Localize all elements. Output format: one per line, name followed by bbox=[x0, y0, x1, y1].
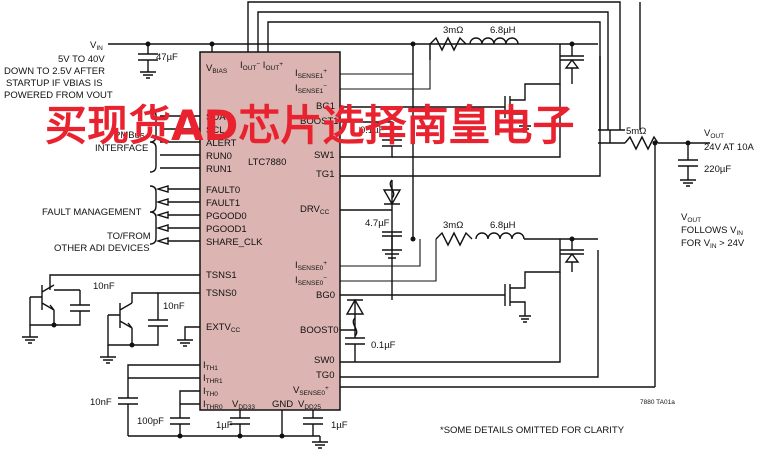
iout-top-wire-2 bbox=[257, 11, 609, 130]
pin-tg0: TG0 bbox=[316, 370, 334, 381]
rout-label: 5mΩ bbox=[626, 126, 646, 137]
vout-desc: 24V AT 10A bbox=[704, 142, 754, 153]
pin-pgood1: PGOOD1 bbox=[206, 224, 247, 235]
pin-tg1: TG1 bbox=[316, 169, 334, 180]
vout-follows-2: FOR VIN > 24V bbox=[681, 238, 745, 250]
vin-label: VIN bbox=[90, 40, 103, 52]
vout-follows-1: FOLLOWS VIN bbox=[681, 225, 743, 237]
inductor-l0 bbox=[475, 232, 525, 240]
pin-run1: RUN1 bbox=[206, 164, 232, 175]
vin-desc-3: POWERED FROM VOUT bbox=[4, 90, 113, 101]
pin-tsns0: TSNS0 bbox=[206, 288, 237, 299]
rsense0 bbox=[435, 231, 473, 247]
pin-boost0: BOOST0 bbox=[300, 325, 339, 336]
pin-sda: SDA bbox=[206, 112, 226, 123]
cout-label: 220µF bbox=[704, 164, 731, 175]
pin-sw0: SW0 bbox=[314, 355, 335, 366]
pin-fault1: FAULT1 bbox=[206, 198, 240, 209]
pmbus-label: PMBus bbox=[114, 130, 145, 141]
pin-gnd: GND bbox=[272, 399, 293, 410]
cboost0-label: 0.1µF bbox=[371, 340, 396, 351]
rsense1 bbox=[429, 36, 467, 52]
vin-desc-2: STARTUP IF VBIAS IS bbox=[6, 78, 103, 89]
l1-label: 6.8µH bbox=[490, 25, 516, 36]
to-from-label: TO/FROM bbox=[107, 231, 151, 242]
watermark-text: 买现货AD芯片选择南皇电子 bbox=[45, 101, 574, 150]
rsense1-label: 3mΩ bbox=[443, 25, 463, 36]
pin-boost1: BOOST1 bbox=[300, 116, 339, 127]
l0-label: 6.8µH bbox=[490, 220, 516, 231]
rsense0-label: 3mΩ bbox=[443, 220, 463, 231]
cith-label: 10nF bbox=[90, 397, 112, 408]
pin-sw1: SW1 bbox=[314, 150, 335, 161]
cvdd33-label: 1µF bbox=[216, 420, 233, 431]
fault-mgmt-label: FAULT MANAGEMENT bbox=[42, 207, 142, 218]
pin-alert: ALERT bbox=[206, 138, 237, 149]
pin-scl: SCL bbox=[206, 125, 224, 136]
cvdd25-label: 1µF bbox=[331, 420, 348, 431]
ctsns0-label: 10nF bbox=[163, 301, 185, 312]
pin-fault0: FAULT0 bbox=[206, 185, 240, 196]
chip-name: LTC7880 bbox=[248, 157, 286, 168]
rout bbox=[624, 135, 659, 151]
diode-boost0 bbox=[345, 298, 365, 315]
vin-desc-0: 5V TO 40V bbox=[58, 54, 105, 65]
ltc7880-chip-body bbox=[199, 51, 341, 411]
cin-label: 47µF bbox=[156, 52, 178, 63]
figure-code: 7880 TA01a bbox=[640, 399, 675, 406]
vout-follows-0: VOUT bbox=[681, 212, 701, 224]
note-omitted: *SOME DETAILS OMITTED FOR CLARITY bbox=[440, 425, 625, 436]
cdrvcc-label: 4.7µF bbox=[365, 218, 390, 229]
iout-top-wire bbox=[247, 1, 621, 130]
ctsns1-label: 10nF bbox=[93, 281, 115, 292]
cithr-label: 100pF bbox=[137, 416, 164, 427]
vout-label: VOUT bbox=[704, 128, 724, 140]
inductor-l1 bbox=[469, 37, 519, 45]
pin-bg0: BG0 bbox=[316, 290, 335, 301]
pin-pgood0: PGOOD0 bbox=[206, 211, 247, 222]
pin-tsns1: TSNS1 bbox=[206, 270, 237, 281]
other-devices-label: OTHER ADI DEVICES bbox=[54, 243, 150, 254]
pmbus-interface: INTERFACE bbox=[95, 143, 148, 154]
pin-share-clk: SHARE_CLK bbox=[206, 237, 263, 248]
vin-desc-1: DOWN TO 2.5V AFTER bbox=[4, 66, 105, 77]
cboost1-label: 0.1µF bbox=[360, 125, 385, 136]
pin-bg1: BG1 bbox=[316, 101, 335, 112]
pin-run0: RUN0 bbox=[206, 151, 232, 162]
